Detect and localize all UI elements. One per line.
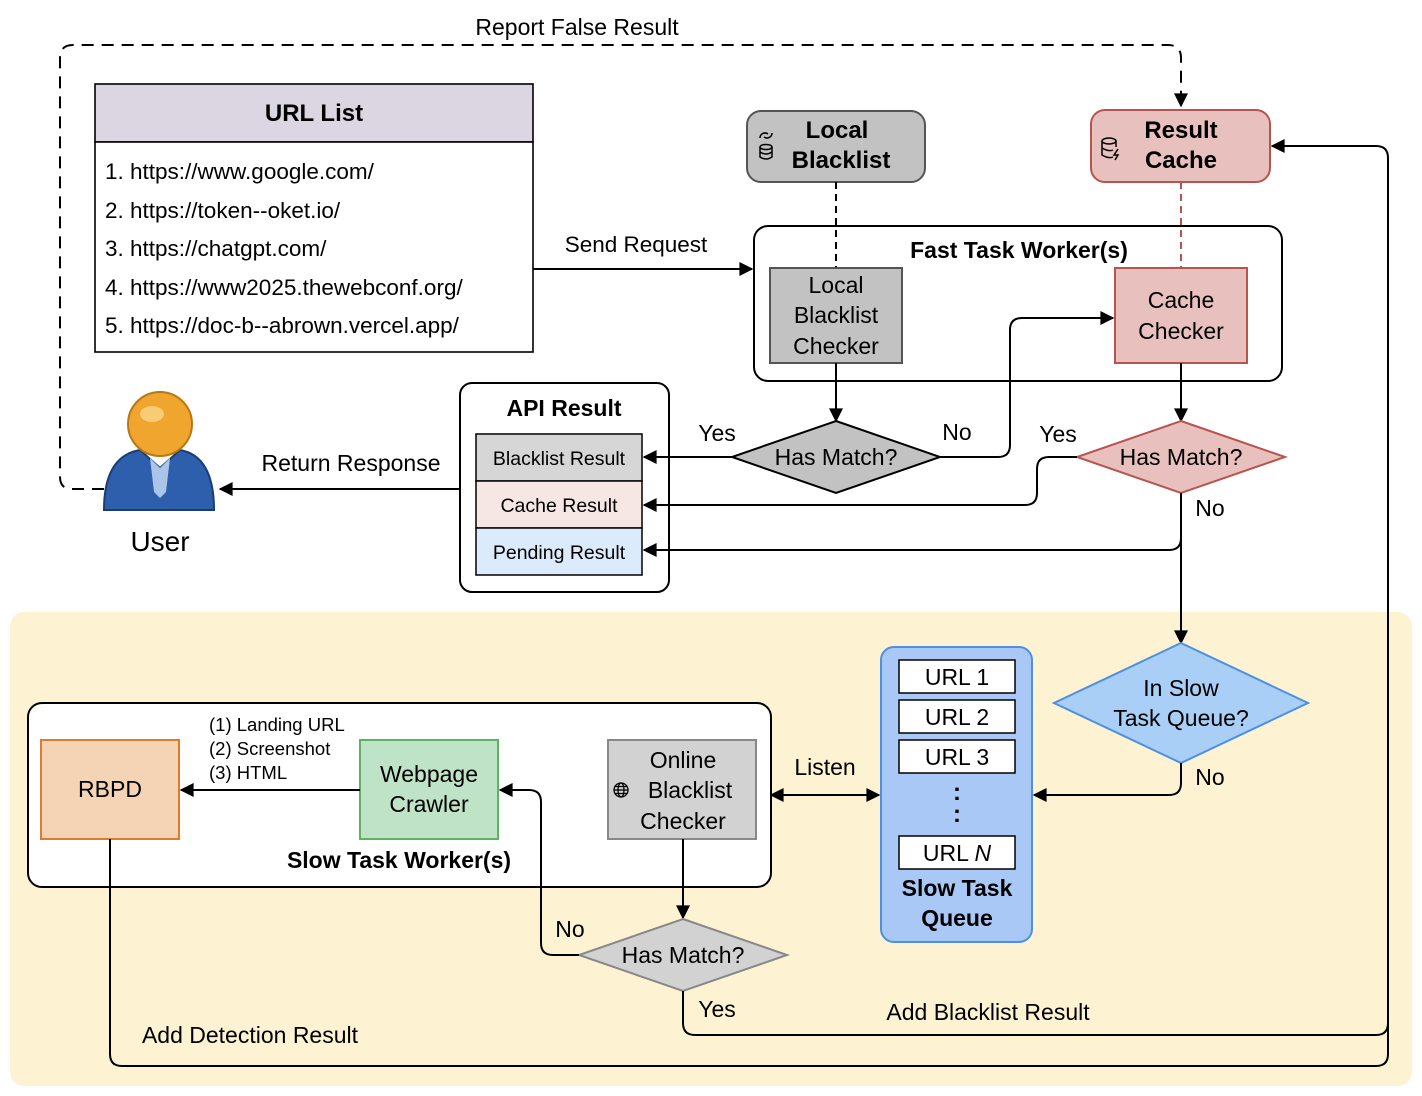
local-blacklist-checker-label: Checker xyxy=(793,333,879,359)
online-blacklist-checker-label: Checker xyxy=(640,808,726,834)
has-match-label: Has Match? xyxy=(775,444,898,470)
report-false-result-label: Report False Result xyxy=(475,14,679,40)
cache-no-label: No xyxy=(1195,495,1224,521)
crawler-output-label: (3) HTML xyxy=(209,762,287,783)
url-list-item: 4. https://www2025.thewebconf.org/ xyxy=(105,275,463,300)
cache-no-to-pending-result-arrow xyxy=(642,493,1182,557)
add-detection-result-label: Add Detection Result xyxy=(142,1022,359,1048)
queue-item xyxy=(898,659,1016,694)
pending-result-label: Pending Result xyxy=(493,542,626,564)
queue-item-label: URL 2 xyxy=(925,704,989,730)
queue-item-label: URL 1 xyxy=(925,664,989,690)
online-yes-label: Yes xyxy=(698,996,736,1022)
globe-icon xyxy=(613,782,629,798)
cache-yes-label: Yes xyxy=(1039,421,1077,447)
webpage-crawler-label: Webpage xyxy=(380,761,478,787)
fast-task-worker-title: Fast Task Worker(s) xyxy=(910,237,1128,263)
has-match-label: Has Match? xyxy=(622,942,745,968)
blacklist-result-label: Blacklist Result xyxy=(493,448,626,470)
slow-task-queue-title: Slow Task xyxy=(902,875,1013,901)
local-yes-label: Yes xyxy=(698,420,736,446)
has-match-decision-cache: Has Match? xyxy=(1073,419,1289,495)
has-match-decision-local: Has Match? xyxy=(728,419,944,495)
blacklist-result-row xyxy=(475,433,643,482)
url-list-item: 2. https://token--oket.io/ xyxy=(105,198,341,223)
queue-no-label: No xyxy=(1195,764,1224,790)
cache-checker-label: Checker xyxy=(1138,318,1224,344)
slow-task-queue: URL 1 URL 2 URL 3 : : URL N Slow Task Qu… xyxy=(880,646,1033,943)
cache-result-row xyxy=(475,480,643,529)
local-no-to-cache-checker-arrow xyxy=(940,311,1115,458)
has-match-decision-online: Has Match? xyxy=(575,917,791,993)
online-blacklist-checker-label: Blacklist xyxy=(648,777,733,803)
local-blacklist-db: Local Blacklist xyxy=(746,110,926,183)
has-match-label: Has Match? xyxy=(1120,444,1243,470)
url-list-item: 5. https://doc-b--abrown.vercel.app/ xyxy=(105,313,460,338)
local-blacklist-checker-label: Blacklist xyxy=(794,302,879,328)
url-list: URL List 1. https://www.google.com/ 2. h… xyxy=(94,83,534,353)
result-cache-title: Result xyxy=(1144,117,1217,144)
in-slow-queue-label: In Slow xyxy=(1143,675,1219,701)
queue-item-label: URL 3 xyxy=(925,744,989,770)
online-blacklist-checker-box xyxy=(607,739,757,840)
webpage-crawler-box xyxy=(359,739,499,840)
user-label: User xyxy=(130,526,189,557)
online-blacklist-checker-label: Online xyxy=(650,747,716,773)
cache-result-label: Cache Result xyxy=(500,495,618,517)
crawler-output-label: (2) Screenshot xyxy=(209,738,330,759)
database-sync-icon xyxy=(759,132,773,160)
slow-task-queue-title: Queue xyxy=(921,905,993,931)
url-list-item: 3. https://chatgpt.com/ xyxy=(105,236,327,261)
listen-label: Listen xyxy=(794,754,855,780)
pending-result-row xyxy=(475,527,643,576)
cache-yes-to-cache-result-arrow xyxy=(642,456,1077,512)
online-no-to-crawler-arrow xyxy=(498,783,579,956)
cache-checker: Cache Checker xyxy=(1114,267,1248,364)
rbpd-box xyxy=(40,739,180,840)
local-blacklist-checker: Local Blacklist Checker xyxy=(769,267,903,364)
slow-task-worker-title: Slow Task Worker(s) xyxy=(287,847,511,873)
queue-ellipsis: : xyxy=(953,801,961,828)
add-blacklist-result-arrow xyxy=(682,139,1389,1036)
local-blacklist-title: Local xyxy=(806,117,869,144)
queue-item xyxy=(898,699,1016,734)
queue-item xyxy=(898,835,1016,870)
database-bolt-icon xyxy=(1101,137,1120,161)
result-cache-db: Result Cache xyxy=(1090,109,1271,183)
fast-task-worker-container xyxy=(753,225,1283,382)
local-blacklist-title: Blacklist xyxy=(792,147,891,174)
online-no-label: No xyxy=(555,916,584,942)
queue-item-label-last: URL N xyxy=(923,840,992,866)
queue-ellipsis: : xyxy=(953,779,961,806)
local-no-label: No xyxy=(942,419,971,445)
in-slow-task-queue-decision: In Slow Task Queue? xyxy=(1051,641,1311,765)
add-blacklist-result-label: Add Blacklist Result xyxy=(886,999,1090,1025)
rbpd-label: RBPD xyxy=(78,776,142,802)
add-detection-result-line xyxy=(109,839,1389,1067)
webpage-crawler-label: Crawler xyxy=(389,791,469,817)
local-blacklist-checker-label: Local xyxy=(809,272,864,298)
user-icon xyxy=(102,391,216,511)
crawler-output-label: (1) Landing URL xyxy=(209,714,345,735)
send-request-label: Send Request xyxy=(565,232,708,257)
report-false-result-line xyxy=(59,44,1188,490)
queue-no-to-slow-queue-arrow xyxy=(1032,763,1182,802)
in-slow-queue-label: Task Queue? xyxy=(1113,705,1249,731)
api-result-title: API Result xyxy=(506,395,621,421)
cache-checker-label: Cache xyxy=(1148,287,1214,313)
queue-item xyxy=(898,739,1016,774)
result-cache-title: Cache xyxy=(1145,147,1217,174)
url-list-title: URL List xyxy=(265,100,363,127)
url-list-item: 1. https://www.google.com/ xyxy=(105,159,375,184)
return-response-label: Return Response xyxy=(262,450,441,476)
